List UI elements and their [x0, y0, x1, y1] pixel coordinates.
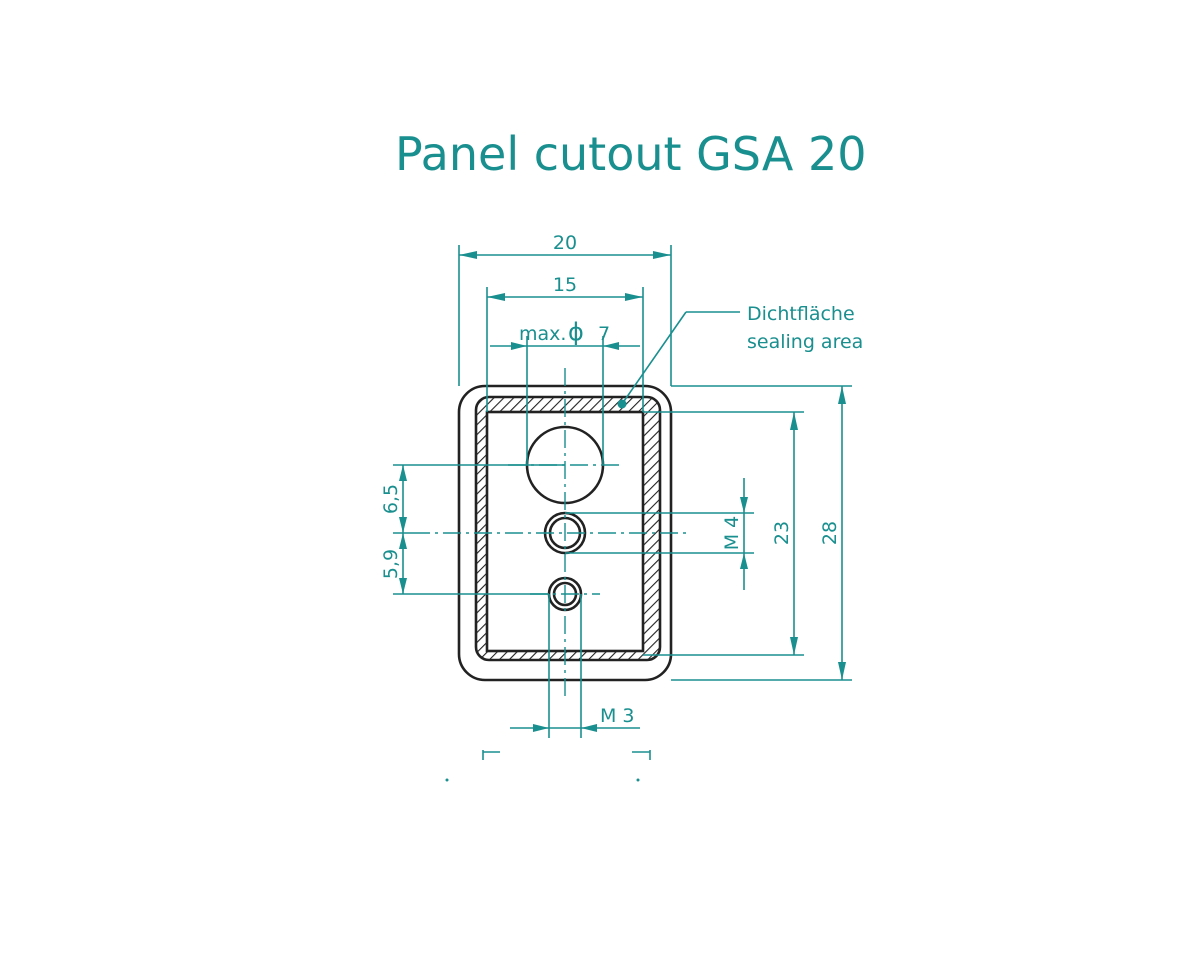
width-outer-value: 20 [553, 232, 577, 254]
sealing-area-label-en: sealing area [747, 331, 863, 353]
sealing-band-hatch [476, 397, 660, 660]
diameter-value: 7 [598, 323, 610, 345]
height-inner-value: 23 [771, 521, 793, 545]
spacing-upper-value: 6,5 [380, 484, 402, 514]
thread-m3-value: M 3 [600, 705, 635, 727]
dimension-hole-diameter: max. ϕ 7 [490, 318, 640, 465]
dimension-thread-m4: M 4 [565, 478, 754, 590]
spacing-lower-value: 5,9 [380, 549, 402, 579]
dimension-hole-spacing: 6,5 5,9 [380, 464, 565, 595]
width-inner-value: 15 [553, 274, 577, 296]
height-outer-value: 28 [819, 521, 841, 545]
diameter-symbol: ϕ [568, 318, 584, 346]
dimension-width-outer: 20 [458, 232, 672, 386]
sealing-area-callout: Dichtfläche sealing area [621, 303, 863, 405]
sealing-band-outer-edge [474, 395, 662, 662]
dimension-height-outer: 28 [671, 385, 852, 681]
crop-marks [445, 750, 651, 782]
dimension-width-inner: 15 [486, 274, 644, 412]
dimension-height-inner: 23 [643, 411, 804, 656]
drawing-title: Panel cutout GSA 20 [395, 127, 866, 181]
dimension-thread-m3: M 3 [510, 594, 640, 738]
diameter-max-prefix: max. [519, 323, 566, 345]
thread-m4-value: M 4 [721, 516, 743, 551]
sealing-area-label-de: Dichtfläche [747, 303, 855, 325]
